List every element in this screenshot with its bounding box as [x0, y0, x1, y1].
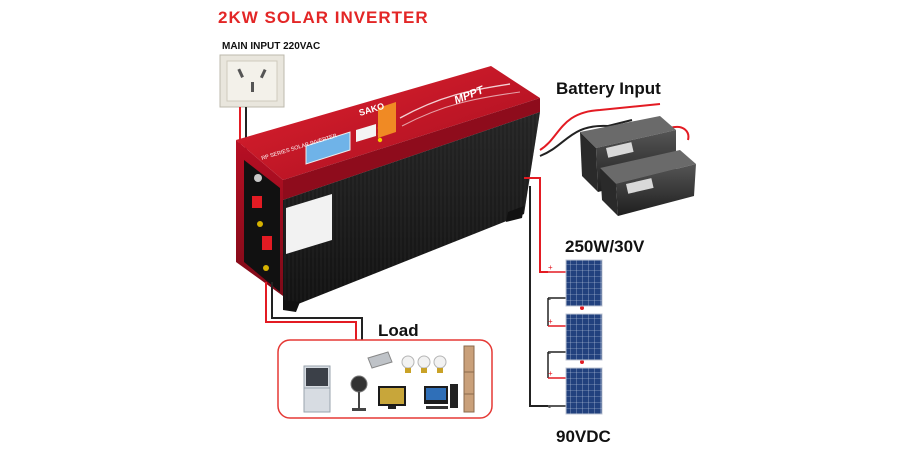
pv-wire-positive	[524, 177, 548, 273]
page-title: 2KW SOLAR INVERTER	[218, 8, 429, 27]
load-wire-neutral	[271, 282, 363, 340]
lcd-display	[305, 131, 351, 165]
load-label: Load	[378, 321, 419, 340]
svg-text:-: -	[548, 402, 551, 412]
output-voltage-label: 90VDC	[556, 427, 611, 446]
tv-icon	[378, 386, 406, 409]
laptop-icon	[367, 351, 393, 369]
polarity-minus-mark: -	[548, 294, 551, 304]
pv-wire-negative	[529, 186, 548, 407]
solar-panel-icon-3	[565, 367, 603, 415]
water-pump-icon	[463, 345, 475, 413]
polarity-plus-mark: +	[548, 263, 553, 272]
battery-input-label: Battery Input	[556, 79, 661, 98]
wall-socket-icon	[219, 54, 285, 108]
light-bulb-icon	[401, 355, 447, 373]
svg-text:+: +	[548, 317, 553, 326]
fan-icon	[350, 375, 368, 411]
computer-icon	[424, 384, 458, 409]
load-wire-live	[265, 282, 357, 340]
battery-wire-positive	[539, 103, 661, 151]
svg-text:+: +	[548, 369, 553, 378]
terminal-icon	[254, 174, 262, 182]
battery-icon-2	[600, 150, 696, 216]
svg-text:-: -	[548, 348, 551, 358]
panel-rating-label: 250W/30V	[565, 237, 645, 256]
main-input-label: MAIN INPUT 220VAC	[222, 41, 321, 52]
solar-panel-icon	[565, 259, 603, 307]
fridge-icon	[303, 365, 331, 413]
solar-panel-icon-2	[565, 313, 603, 361]
inverter-unit: SAKO RP SERIES SOLAR INVERTER MPPT	[236, 66, 540, 312]
battery-wire-negative	[539, 119, 633, 157]
